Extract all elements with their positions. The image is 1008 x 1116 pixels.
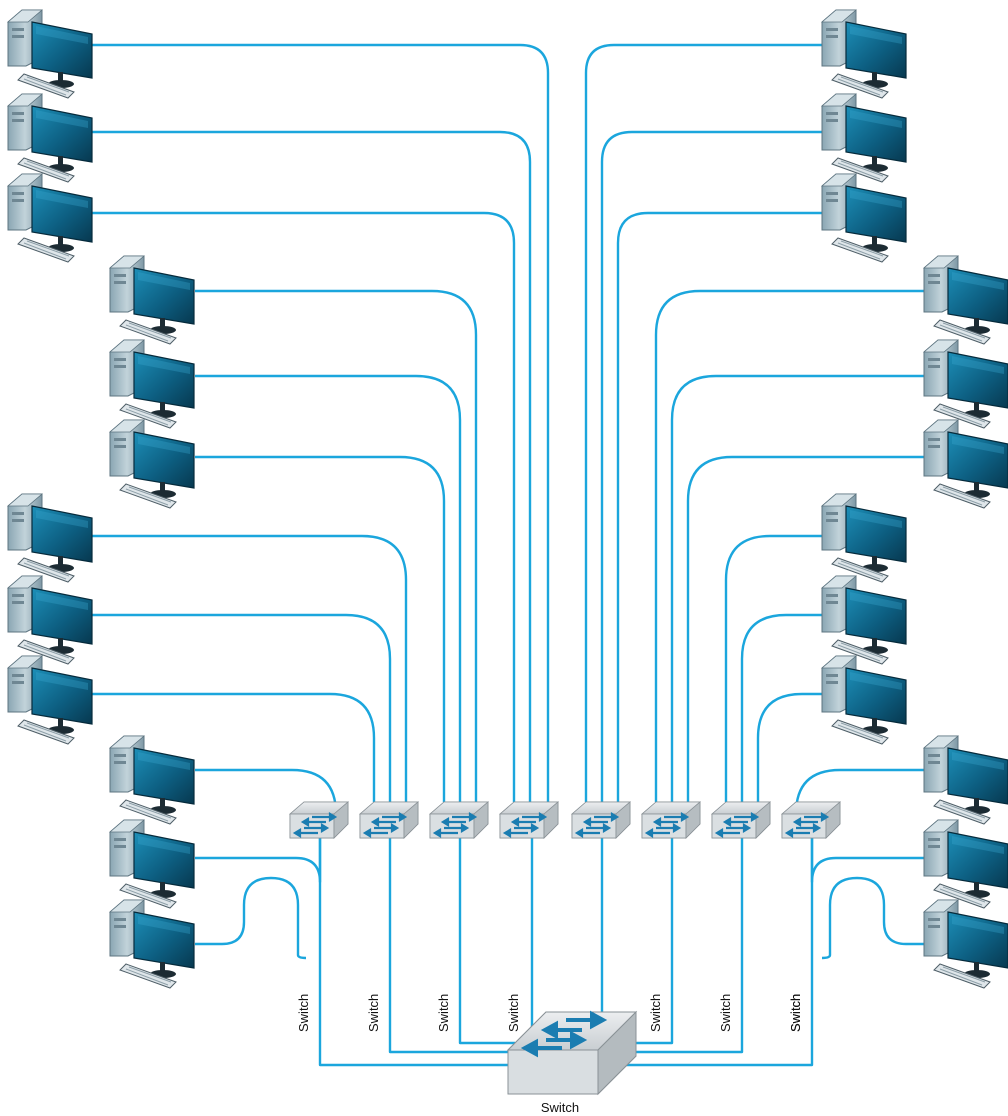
desktop-computer-icon [7,9,93,99]
uplink-cable [388,822,515,1054]
core-switch-group: Switch [506,1010,638,1115]
cable [740,613,822,802]
cable [92,130,532,802]
switch-label: Switch [718,994,733,1032]
desktop-computer-icon [923,255,1008,345]
cable [670,374,926,802]
cable [616,211,822,802]
desktop-computer-icon [821,655,907,745]
desktop-computer-icon [7,493,93,583]
switch-label: Switch [788,994,803,1032]
cable [600,130,822,802]
cable [584,43,822,802]
uplink-cable [618,822,744,1054]
desktop-computer-icon [821,9,907,99]
cables-group [92,43,926,1067]
desktop-computer-icon [923,819,1008,909]
desktop-computer-icon [821,173,907,263]
cable [92,211,516,802]
desktop-computer-icon [109,419,195,509]
desktop-computer-icon [7,93,93,183]
switch-label: Switch [436,994,451,1032]
cable [821,876,926,960]
desktop-computer-icon [7,575,93,665]
cable [92,613,392,802]
desktop-computer-icon [821,575,907,665]
workstations-group [7,9,1008,989]
core-switch-label: Switch [541,1100,579,1115]
switch-label: Switch [788,994,803,1032]
desktop-computer-icon [821,93,907,183]
network-switch-icon [710,800,772,840]
desktop-computer-icon [109,255,195,345]
switch-label: Switch [296,994,311,1032]
cable [92,43,550,802]
network-switch-icon [780,800,842,840]
cable [92,534,408,802]
cable [195,455,446,802]
network-switch-icon [358,800,420,840]
desktop-computer-icon [109,819,195,909]
network-switch-icon [640,800,702,840]
access-switches-group: Switch Switch Switch Switch Switch Switc… [288,800,842,1032]
cable [686,455,926,802]
desktop-computer-icon [7,655,93,745]
cable [195,289,478,802]
switch-label: Switch [648,994,663,1032]
desktop-computer-icon [109,339,195,429]
network-switch-icon [570,800,632,840]
uplink-cable [612,822,814,1067]
network-switch-icon [288,800,350,840]
network-switch-icon [506,1010,638,1096]
cable [756,692,822,802]
cable [195,876,307,960]
switch-label: Switch [366,994,381,1032]
switch-label: Switch [506,994,521,1032]
cable [195,374,462,802]
uplink-cable [618,822,674,1045]
desktop-computer-icon [109,899,195,989]
desktop-computer-icon [7,173,93,263]
cable [92,692,376,802]
desktop-computer-icon [821,493,907,583]
desktop-computer-icon [923,899,1008,989]
cable [724,534,822,802]
uplink-cable [318,822,520,1067]
desktop-computer-icon [923,419,1008,509]
cable [654,289,926,802]
uplink-cable [458,822,515,1045]
desktop-computer-icon [923,735,1008,825]
network-switch-icon [428,800,490,840]
desktop-computer-icon [923,339,1008,429]
network-switch-icon [498,800,560,840]
desktop-computer-icon [109,735,195,825]
